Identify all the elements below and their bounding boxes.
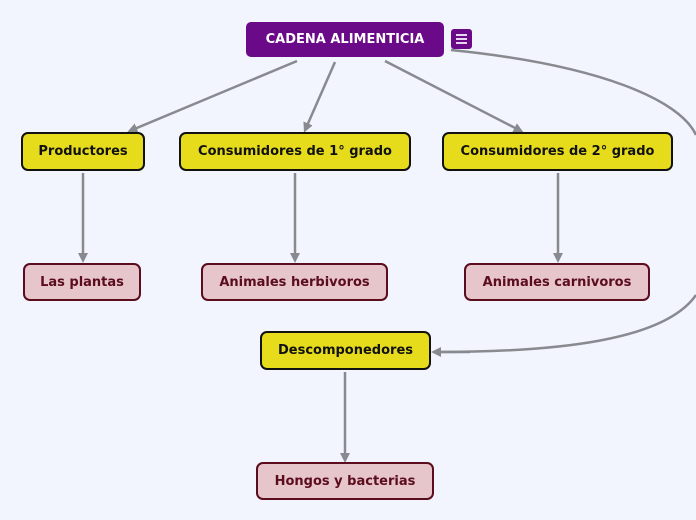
node-consumidores-1[interactable]: Consumidores de 1° grado (179, 132, 411, 171)
hamburger-menu-icon[interactable] (451, 29, 472, 49)
node-animales-herbivoros[interactable]: Animales herbivoros (201, 263, 388, 301)
node-label: Animales herbivoros (219, 274, 370, 290)
link-root-consumidores-1 (303, 61, 337, 133)
link-root-descomponedores (435, 48, 696, 354)
node-descomponedores[interactable]: Descomponedores (260, 331, 431, 370)
node-animales-carnivoros[interactable]: Animales carnivoros (464, 263, 650, 301)
node-label: Consumidores de 1° grado (198, 144, 392, 159)
node-consumidores-2[interactable]: Consumidores de 2° grado (442, 132, 673, 171)
node-label: Hongos y bacterias (274, 473, 416, 489)
node-label: Las plantas (40, 274, 124, 290)
node-label: Descomponedores (277, 343, 414, 358)
node-productores[interactable]: Productores (21, 132, 145, 171)
node-las-plantas[interactable]: Las plantas (23, 263, 141, 301)
link-root-productores (127, 59, 298, 133)
node-label: Animales carnivoros (482, 274, 632, 290)
node-hongos-bacterias[interactable]: Hongos y bacterias (256, 462, 434, 500)
root-label: CADENA ALIMENTICIA (265, 32, 425, 47)
root-node[interactable]: CADENA ALIMENTICIA (246, 22, 444, 57)
link-root-consumidores-2 (384, 59, 524, 133)
node-label: Consumidores de 2° grado (460, 144, 655, 159)
node-label: Productores (38, 144, 128, 159)
